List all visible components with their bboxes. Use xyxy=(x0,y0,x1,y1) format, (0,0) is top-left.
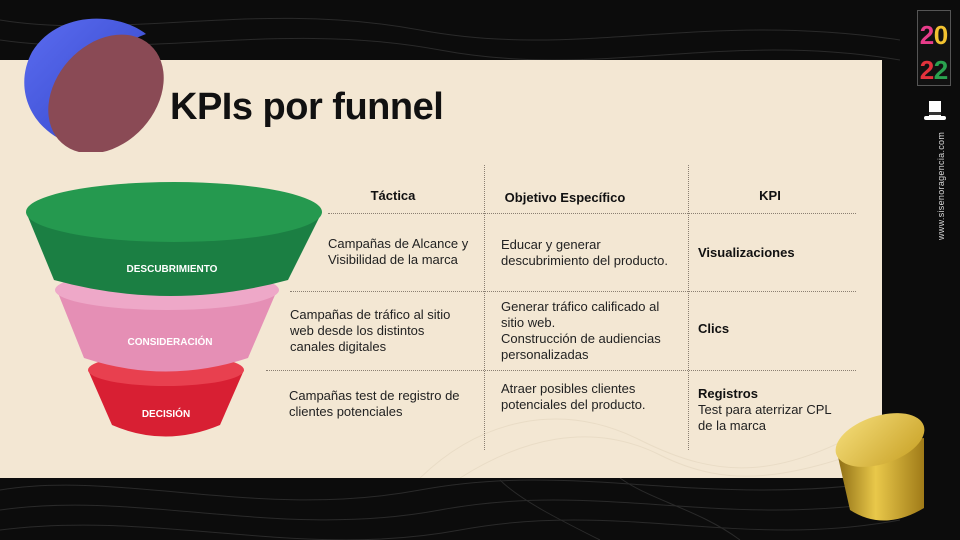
kpi-cell: Visualizaciones xyxy=(698,245,795,260)
decorative-sphere xyxy=(24,18,164,152)
header-tactica: Táctica xyxy=(370,188,416,203)
row-divider xyxy=(328,213,856,214)
svg-text:2: 2 xyxy=(934,55,948,85)
funnel-label-discovery: DESCUBRIMIENTO xyxy=(127,264,218,275)
column-divider xyxy=(484,165,485,450)
row-divider xyxy=(266,370,856,371)
logo-2022: 2 0 2 2 xyxy=(917,10,951,86)
card-texture xyxy=(419,418,882,478)
objetivo-cell: Atraer posibles clientes potenciales del… xyxy=(501,381,646,412)
funnel-diagram: DESCUBRIMIENTO CONSIDERACIÓN DECISIÓN xyxy=(26,182,322,437)
svg-text:0: 0 xyxy=(934,20,948,50)
funnel-label-consideration: CONSIDERACIÓN xyxy=(127,335,212,348)
header-kpi: KPI xyxy=(759,188,781,203)
page-title: KPIs por funnel xyxy=(170,86,444,128)
tactica-cell: Campañas de tráfico al sitio web desde l… xyxy=(290,307,451,354)
top-hat-icon xyxy=(924,101,946,120)
kpi-cell: Registros Test para aterrizar CPL de la … xyxy=(698,386,832,433)
website-url: www.sisenoragencia.com xyxy=(936,131,946,240)
row-divider xyxy=(290,291,856,292)
objetivo-cell: Generar tráfico calificado al sitio web.… xyxy=(501,299,661,362)
header-objetivo: Objetivo Específico xyxy=(504,190,626,205)
tactica-cell: Campañas test de registro de clientes po… xyxy=(289,388,460,419)
funnel-label-decision: DECISIÓN xyxy=(142,407,190,420)
svg-text:2: 2 xyxy=(920,55,934,85)
svg-text:2: 2 xyxy=(920,20,934,50)
objetivo-cell: Educar y generar descubrimiento del prod… xyxy=(501,237,668,268)
funnel-stage-discovery xyxy=(26,182,322,296)
decorative-cylinder xyxy=(835,413,925,521)
column-divider xyxy=(688,165,689,450)
kpi-cell: Clics xyxy=(698,321,730,336)
tactica-cell: Campañas de Alcance y Visibilidad de la … xyxy=(328,236,469,267)
